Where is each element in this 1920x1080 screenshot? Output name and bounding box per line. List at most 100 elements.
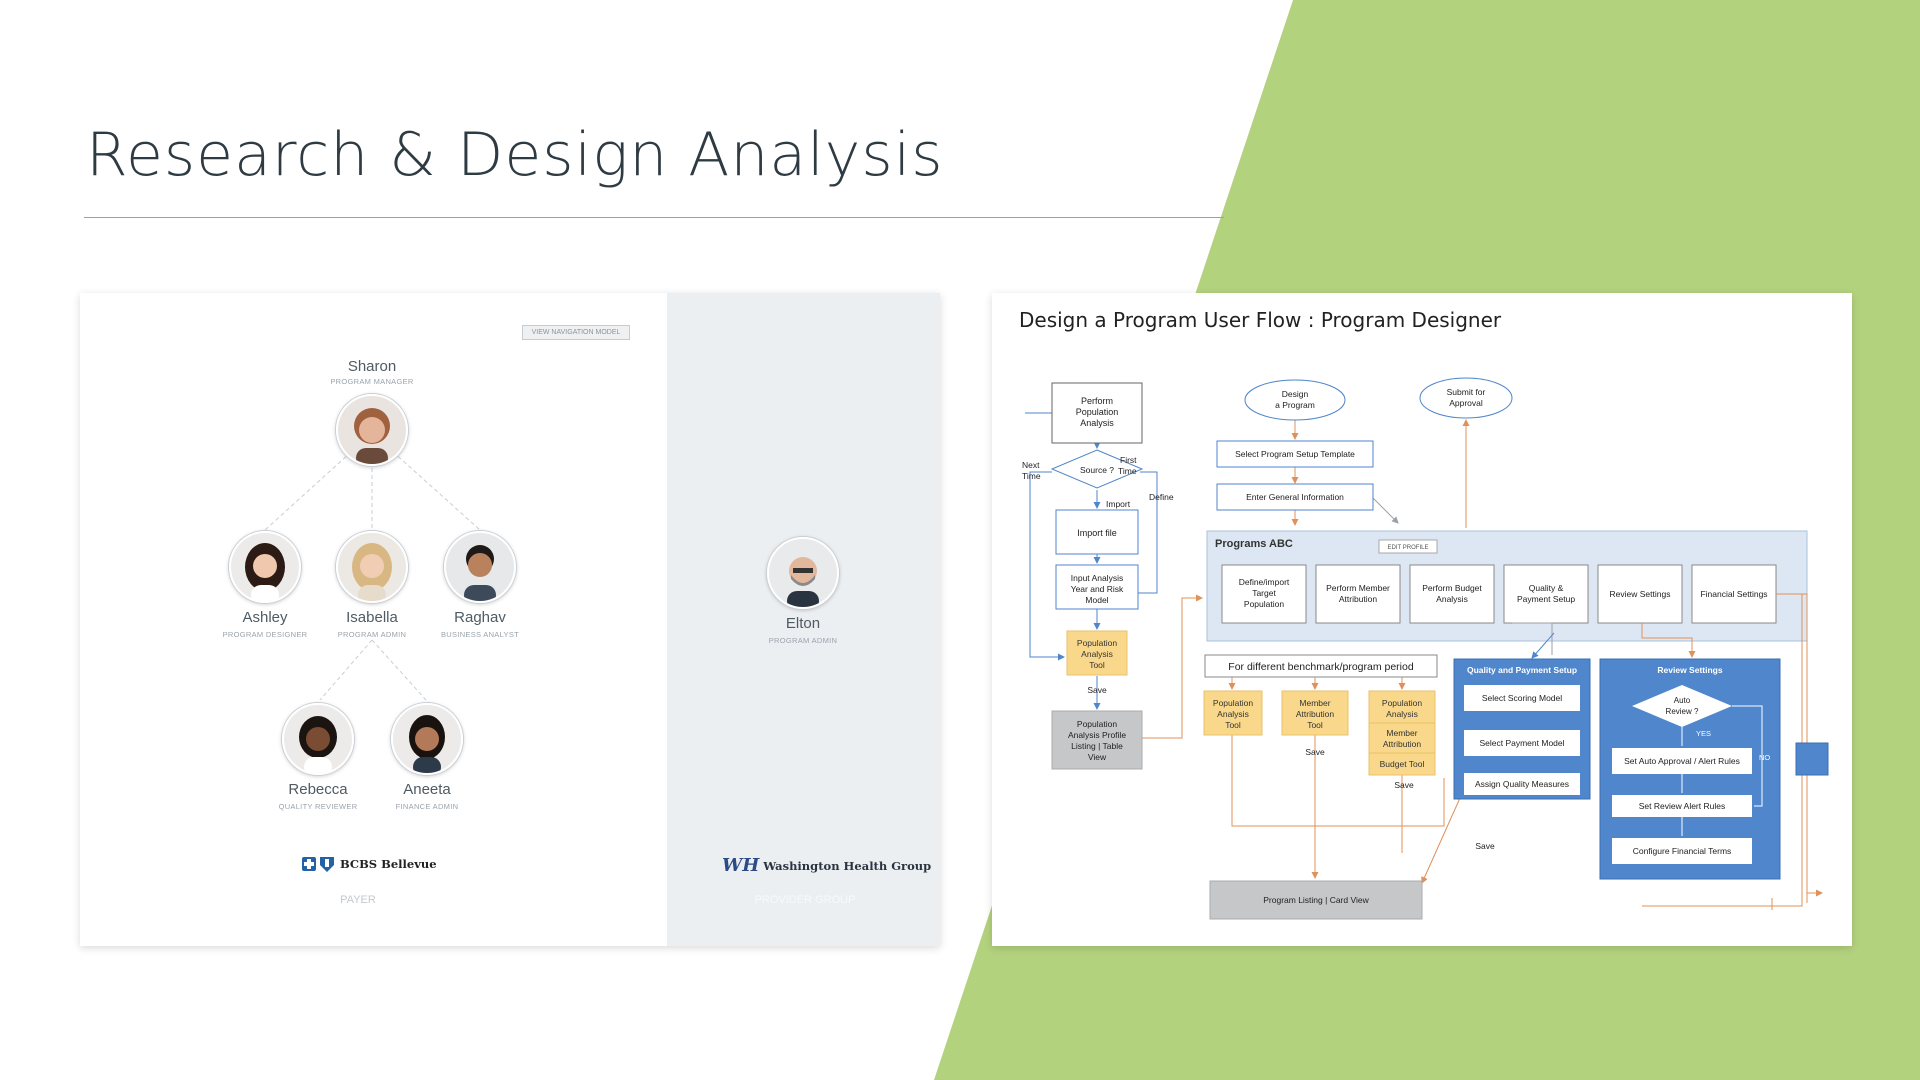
svg-text:Design: Design [1282, 389, 1309, 399]
person-name: Aneeta [403, 781, 451, 798]
avatar-icon [229, 531, 301, 603]
connector-lines-tools [1228, 593, 1823, 910]
edge-label-first: First [1120, 455, 1137, 465]
svg-text:Input Analysis: Input Analysis [1071, 573, 1123, 583]
svg-text:Population: Population [1244, 599, 1284, 609]
avatar-icon [336, 394, 408, 466]
svg-text:Tool: Tool [1225, 720, 1241, 730]
edge-label-first-time: Time [1118, 466, 1137, 476]
edge-label-import: Import [1106, 499, 1131, 509]
person-name: Sharon [347, 358, 397, 375]
svg-text:Payment Setup: Payment Setup [1517, 594, 1575, 604]
program-designer-flowchart: Perform Population Analysis Source ? Imp… [1022, 377, 1829, 920]
svg-text:Attribution: Attribution [1383, 739, 1422, 749]
person-name: Ashley [242, 609, 288, 626]
node-select-template [1216, 440, 1374, 468]
title-divider [84, 217, 1224, 218]
svg-text:Budget Tool: Budget Tool [1380, 759, 1425, 769]
svg-text:Select Scoring Model: Select Scoring Model [1482, 693, 1562, 703]
person-role: FINANCE ADMIN [395, 802, 459, 811]
svg-text:Analysis: Analysis [1386, 709, 1418, 719]
svg-text:Source ?: Source ? [1080, 465, 1114, 475]
provider-logo-text: Washington Health Group [763, 858, 932, 873]
svg-text:Set Review Alert Rules: Set Review Alert Rules [1639, 801, 1725, 811]
person-card-rebecca[interactable]: Rebecca QUALITY REVIEWER [248, 703, 388, 811]
node-import-file [1055, 509, 1139, 555]
person-role: PROGRAM ADMIN [768, 636, 838, 645]
svg-text:EDIT PROFILE: EDIT PROFILE [1388, 545, 1429, 551]
svg-text:Configure Financial Terms: Configure Financial Terms [1633, 846, 1732, 856]
person-role: PROGRAM DESIGNER [222, 630, 308, 639]
person-card-aneeta[interactable]: Aneeta FINANCE ADMIN [357, 703, 497, 811]
svg-text:Select Program Setup Template: Select Program Setup Template [1235, 449, 1355, 459]
person-name: Raghav [454, 609, 506, 626]
svg-text:Program Listing | Card View: Program Listing | Card View [1263, 895, 1369, 905]
person-name: Isabella [346, 609, 398, 626]
svg-text:Programs ABC: Programs ABC [1215, 538, 1293, 550]
edge-label-time: Time [1022, 471, 1041, 481]
person-name: Rebecca [288, 781, 348, 798]
bcbs-bellevue-logo: BCBS Bellevue [302, 856, 437, 872]
person-card-sharon[interactable]: Sharon PROGRAM MANAGER [302, 358, 442, 466]
node-enter-general-info [1216, 483, 1374, 511]
svg-text:Perform Budget: Perform Budget [1422, 583, 1482, 593]
roles-card: VIEW NAVIGATION MODEL Sharon PROGRAM MAN… [80, 293, 940, 946]
view-navigation-model-button[interactable]: VIEW NAVIGATION MODEL [522, 325, 630, 340]
edge-label-save-qp: Save [1475, 841, 1495, 851]
svg-text:Population: Population [1077, 638, 1117, 648]
edit-profile-button [1378, 539, 1438, 554]
svg-text:View: View [1088, 752, 1107, 762]
person-role: PROGRAM MANAGER [330, 377, 414, 386]
person-card-isabella[interactable]: Isabella PROGRAM ADMIN [302, 531, 442, 639]
svg-text:Review ?: Review ? [1666, 707, 1699, 716]
person-card-raghav[interactable]: Raghav BUSINESS ANALYST [410, 531, 550, 639]
edge-label-save-member: Save [1305, 747, 1325, 757]
svg-text:Tool: Tool [1307, 720, 1323, 730]
svg-text:Year and Risk: Year and Risk [1071, 584, 1124, 594]
svg-text:Assign Quality Measures: Assign Quality Measures [1475, 779, 1569, 789]
svg-text:Attribution: Attribution [1296, 709, 1335, 719]
edge-label-yes: YES [1696, 729, 1711, 738]
svg-text:Member: Member [1386, 728, 1417, 738]
avatar-icon [444, 531, 516, 603]
provider-group-label: PROVIDER GROUP [754, 894, 856, 906]
svg-text:Model: Model [1085, 595, 1108, 605]
bcbs-cross-shield-icon [302, 857, 334, 872]
svg-text:Perform: Perform [1081, 396, 1113, 406]
payer-logo-text: BCBS Bellevue [340, 857, 437, 871]
node-design-a-program [1244, 379, 1346, 421]
wh-logo-mark: WH [722, 855, 760, 876]
svg-text:Population: Population [1213, 698, 1253, 708]
svg-text:Population: Population [1382, 698, 1422, 708]
analysis-tools: Population Analysis Tool Member Attribut… [1203, 690, 1436, 776]
svg-text:For different benchmark/progra: For different benchmark/program period [1228, 661, 1414, 673]
svg-text:Analysis: Analysis [1080, 418, 1114, 428]
person-name: Elton [785, 615, 821, 632]
svg-text:Quality and Payment Setup: Quality and Payment Setup [1467, 665, 1577, 675]
payer-label: PAYER [340, 894, 376, 906]
svg-text:Enter General Information: Enter General Information [1246, 492, 1344, 502]
svg-text:Tool: Tool [1089, 660, 1105, 670]
svg-text:a Program: a Program [1275, 400, 1315, 410]
connector-lines-top [1291, 419, 1470, 528]
svg-text:Attribution: Attribution [1339, 594, 1378, 604]
person-role: BUSINESS ANALYST [440, 630, 520, 639]
svg-text:Review Settings: Review Settings [1610, 589, 1671, 599]
node-perform-population-analysis [1051, 382, 1143, 444]
user-flow-card: Design a Program User Flow : Program Des… [992, 293, 1852, 946]
node-source-decision [1050, 449, 1144, 489]
person-card-elton[interactable]: Elton PROGRAM ADMIN [733, 537, 873, 645]
node-population-analysis-tool [1066, 630, 1128, 676]
program-steps: Define/import Target Population Perform … [1221, 564, 1777, 624]
person-card-ashley[interactable]: Ashley PROGRAM DESIGNER [195, 531, 335, 639]
connector-lines-left [1025, 412, 1203, 739]
svg-text:Member: Member [1299, 698, 1330, 708]
provider-group-panel [667, 293, 940, 946]
flow-title: Design a Program User Flow : Program Des… [1019, 308, 1502, 332]
svg-text:Quality &: Quality & [1529, 583, 1564, 593]
svg-text:Set Auto Approval / Alert Rule: Set Auto Approval / Alert Rules [1624, 756, 1740, 766]
node-input-analysis [1055, 564, 1139, 610]
svg-text:Submit for: Submit for [1447, 387, 1486, 397]
svg-text:Listing | Table: Listing | Table [1071, 741, 1123, 751]
node-program-listing [1209, 880, 1423, 920]
